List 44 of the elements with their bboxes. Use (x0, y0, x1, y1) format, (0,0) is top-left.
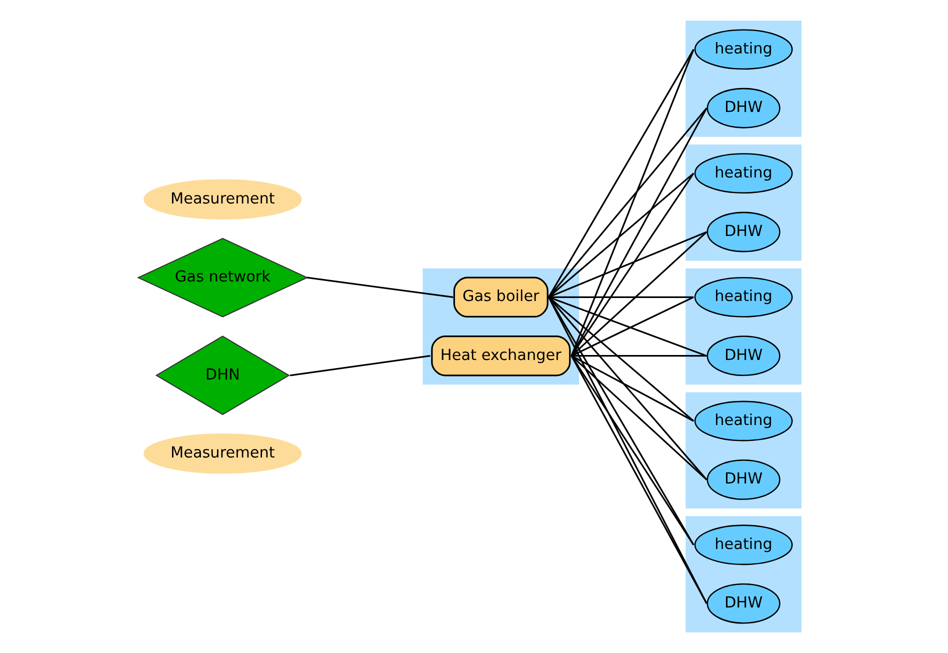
connector (548, 296, 707, 357)
node-ellipse: DHW (706, 88, 780, 128)
connector (548, 296, 694, 546)
connector (570, 355, 708, 480)
connector (570, 355, 708, 604)
node-diamond: DHN (155, 336, 290, 416)
connector (570, 108, 708, 356)
connector (572, 355, 707, 357)
node-ellipse: DHW (706, 336, 780, 376)
connector (570, 231, 708, 356)
connector (570, 49, 694, 356)
node-ellipse: heating (694, 400, 793, 442)
cluster (422, 268, 580, 385)
connector (548, 108, 708, 298)
node-ellipse: heating (694, 276, 793, 318)
connector (571, 296, 694, 357)
connector (548, 296, 708, 604)
cluster (686, 268, 802, 385)
connector (570, 355, 694, 546)
node-ellipse: DHW (706, 212, 780, 252)
connector (571, 355, 694, 422)
node-box: Gas boiler (453, 276, 548, 318)
connector (306, 276, 454, 298)
connector (548, 172, 694, 298)
connector (548, 49, 694, 298)
node-ellipse: Measurement (144, 179, 302, 220)
node-ellipse: DHW (706, 459, 780, 500)
node-diamond: Gas network (136, 238, 308, 318)
cluster (686, 392, 802, 508)
connector (290, 355, 430, 376)
node-ellipse: heating (694, 153, 793, 194)
connector (548, 296, 694, 298)
node-ellipse: DHW (706, 583, 780, 624)
connector (548, 231, 707, 298)
cluster (686, 516, 802, 632)
connector (548, 296, 694, 422)
cluster (686, 20, 802, 137)
node-box: Heat exchanger (431, 335, 571, 376)
connector (548, 296, 708, 480)
node-ellipse: heating (694, 524, 793, 566)
connector (570, 172, 694, 356)
cluster (686, 144, 802, 261)
node-ellipse: Measurement (144, 434, 302, 474)
node-ellipse: heating (694, 29, 793, 70)
